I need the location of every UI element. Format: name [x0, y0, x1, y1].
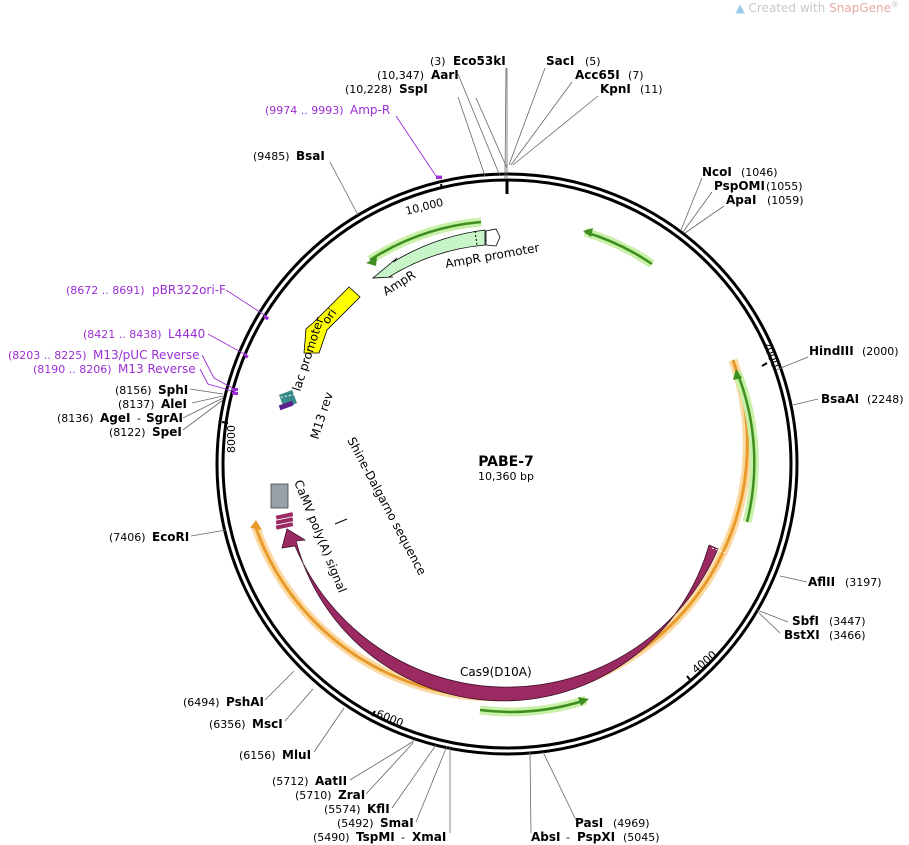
site-pasi[interactable]: PasI (4969): [575, 812, 650, 831]
site-saci[interactable]: SacI (5): [546, 50, 601, 69]
cas9-label: Cas9(D10A): [460, 665, 532, 679]
m13-rev-label: M13 rev: [308, 390, 336, 441]
site-hindiii[interactable]: HindIII (2000): [809, 340, 899, 359]
site-tspmi[interactable]: (5490) TspMI - XmaI: [313, 826, 446, 845]
orf-green-bottom-arrowhead: [578, 697, 589, 706]
camv-stripes: [275, 512, 294, 530]
site-ncoi[interactable]: NcoI (1046): [702, 161, 778, 180]
orf-green-top-arrowhead: [583, 228, 593, 237]
site-bsaai[interactable]: BsaAI (2248): [821, 388, 904, 407]
primer-pbr322ori-f[interactable]: (8672 .. 8691) pBR322ori-F: [66, 279, 226, 298]
tick-10000: [440, 183, 443, 190]
site-apai[interactable]: ApaI (1059): [726, 189, 804, 208]
site-zrai[interactable]: (5710) ZraI: [295, 784, 365, 803]
shine-dalgarno-label: Shine-Dalgarno sequence: [344, 435, 429, 578]
plasmid-name: PABE-7: [478, 454, 534, 470]
orf-orange-arrowhead: [250, 520, 262, 530]
plasmid-size: 10,360 bp: [478, 470, 534, 483]
m13-rev-feature[interactable]: [278, 400, 294, 411]
site-bstxi[interactable]: BstXI (3466): [784, 624, 866, 643]
tick-2000: [761, 362, 768, 367]
site-leaders: [182, 67, 819, 834]
orf-green-left: [369, 220, 482, 262]
primer-leaders: [199, 115, 442, 393]
primer-marker-m13puc: [232, 388, 238, 391]
shine-dalgarno-marker: [334, 518, 348, 525]
site-msci[interactable]: (6356) MscI: [209, 713, 283, 732]
primer-marker-l4440: [243, 352, 249, 359]
cas9-feature[interactable]: [281, 528, 719, 702]
watermark-mark: ®: [891, 0, 899, 9]
primer-marker-amp-r: [436, 176, 442, 179]
site-mlui[interactable]: (6156) MluI: [239, 744, 311, 763]
site-kpni[interactable]: KpnI (11): [600, 78, 663, 97]
primer-l4440[interactable]: (8421 .. 8438) L4440: [83, 323, 205, 342]
primer-marker-m13rev: [232, 392, 238, 395]
tick-6000: [371, 710, 376, 717]
ori-feature[interactable]: [303, 286, 361, 354]
site-alei[interactable]: (8137) AleI: [118, 393, 187, 412]
orf-green-top-glow: [583, 227, 655, 268]
primer-marker-pbr322: [263, 314, 269, 321]
snapgene-logo-icon: ▲: [735, 1, 745, 15]
primer-m13-reverse[interactable]: (8190 .. 8206) M13 Reverse: [33, 358, 196, 377]
watermark-brand: SnapGene: [829, 1, 891, 15]
orf-green-left-arrowhead: [366, 257, 377, 266]
site-aatii[interactable]: (5712) AatII: [272, 770, 347, 789]
orf-green-right: [735, 371, 756, 523]
site-smai[interactable]: (5492) SmaI: [337, 812, 414, 831]
tick-8000: [221, 421, 229, 424]
orf-green-bottom: [479, 698, 587, 714]
site-acc65i[interactable]: Acc65I (7): [575, 64, 644, 83]
primer-amp-r[interactable]: (9974 .. 9993) Amp-R: [265, 99, 390, 118]
site-agei[interactable]: (8136) AgeI - SgrAI: [57, 407, 183, 426]
site-spei[interactable]: (8122) SpeI: [109, 421, 182, 440]
site-pshai[interactable]: (6494) PshAI: [183, 691, 264, 710]
ampr-promoter-feature[interactable]: [485, 228, 501, 247]
camv-feature[interactable]: [270, 483, 289, 509]
site-kfli[interactable]: (5574) KflI: [324, 798, 390, 817]
site-ecori[interactable]: (7406) EcoRI: [109, 526, 189, 545]
site-bsai[interactable]: (9485) BsaI: [253, 145, 325, 164]
site-sbfi[interactable]: SbfI (3447): [792, 610, 866, 629]
snapgene-watermark: ▲ Created with SnapGene®: [735, 0, 899, 15]
watermark-prefix: Created with: [748, 1, 830, 15]
cas9-dotted-end: [711, 547, 727, 554]
orf-green-right-arrowhead: [733, 369, 742, 380]
ampr-feature[interactable]: [371, 229, 486, 279]
site-aflii[interactable]: AflII (3197): [808, 571, 882, 590]
camv-label: CaMV poly(A) signal: [291, 478, 349, 595]
tick-label-4000: 4000: [690, 648, 720, 676]
tick-4000: [686, 675, 692, 682]
site-sphi[interactable]: (8156) SphI: [115, 379, 188, 398]
primer-m13-puc-reverse[interactable]: (8203 .. 8225) M13/pUC Reverse: [8, 344, 200, 363]
site-pspomi[interactable]: PspOMI (1055): [714, 175, 803, 194]
site-aari[interactable]: (10,347) AarI: [377, 64, 459, 83]
site-sspi[interactable]: (10,228) SspI: [345, 78, 428, 97]
site-eco53ki[interactable]: (3) Eco53kI: [430, 50, 506, 69]
tick-label-6000: 6000: [374, 707, 405, 730]
tick-label-8000: 8000: [225, 425, 238, 453]
site-absi[interactable]: AbsI - PspXI (5045): [531, 826, 660, 845]
tick-label-10000: 10,000: [404, 196, 445, 218]
